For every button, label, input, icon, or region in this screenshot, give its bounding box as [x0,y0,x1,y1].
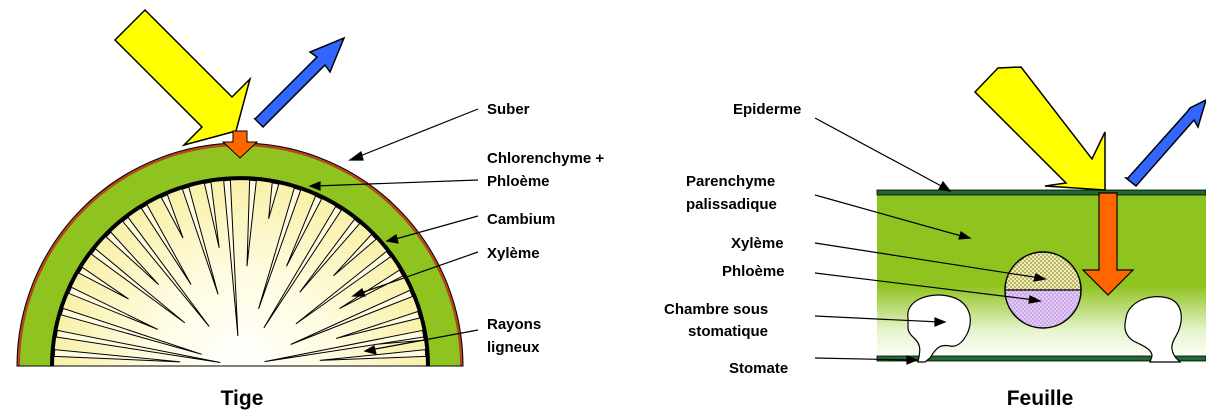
reflected-light-arrow-leaf [1126,100,1206,186]
label-phloeme-leaf: Phloème [722,263,785,280]
label-rayons-2: ligneux [487,339,540,356]
label-chlorenchyme-2: Phloème [487,173,550,190]
label-stomate: Stomate [729,360,788,377]
label-suber: Suber [487,101,530,118]
stem-cross-section [17,143,463,366]
upper-epidermis [877,190,1206,195]
incoming-light-arrow-leaf [975,67,1105,190]
label-xyleme-stem: Xylème [487,245,540,262]
label-chambre-2: stomatique [688,323,768,340]
label-parenchyme-2: palissadique [686,196,777,213]
caption-stem: Tige [221,387,264,410]
label-parenchyme-1: Parenchyme [686,173,775,190]
leaf-cross-section [877,190,1206,362]
label-chlorenchyme-1: Chlorenchyme + [487,150,604,167]
caption-leaf: Feuille [1007,387,1074,410]
label-chambre-1: Chambre sous [664,301,768,318]
incoming-light-arrow-stem [115,10,250,145]
label-cambium: Cambium [487,211,555,228]
label-epiderme: Epiderme [733,101,801,118]
label-rayons-1: Rayons [487,316,541,333]
reflected-light-arrow-stem [254,38,344,127]
label-xyleme-leaf: Xylème [731,235,784,252]
